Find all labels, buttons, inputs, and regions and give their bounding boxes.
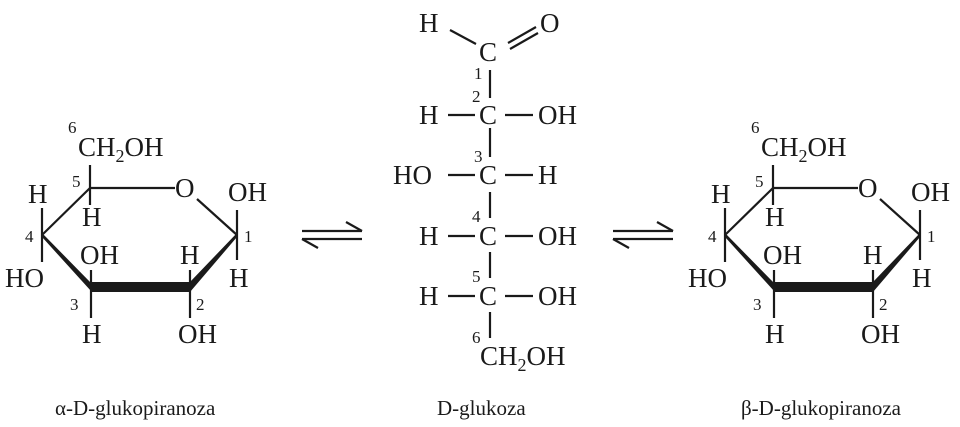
- carbon-number-3: 3: [753, 295, 762, 314]
- carbon-number-4: 4: [708, 227, 717, 246]
- ring-oxygen: O: [858, 173, 878, 203]
- bond-o-c1: [196, 198, 238, 236]
- c6-group: CH2OH: [480, 341, 566, 375]
- equilibrium-arrow-right: [612, 221, 674, 249]
- beta-glucopyranose: 6 CH2OH O 5 H H 4 HO OH 1 H OH 3 H H 2 O…: [688, 118, 950, 420]
- c1-h-down: H: [912, 263, 932, 293]
- bond-c3-c2-bold: [91, 282, 190, 292]
- c2-oh-down: OH: [861, 319, 900, 349]
- bond-c2-c1-wedge: [190, 233, 237, 292]
- carbon-number-5: 5: [72, 172, 81, 191]
- c3-oh-up: OH: [763, 240, 802, 270]
- c2-right: OH: [538, 100, 577, 130]
- carbon-number-6: 6: [68, 118, 77, 137]
- bond-c5-c4: [41, 187, 91, 236]
- c5-right: OH: [538, 281, 577, 311]
- carbon-c4: C: [479, 221, 497, 251]
- carbon-number-3: 3: [70, 295, 79, 314]
- c4-left: H: [419, 221, 439, 251]
- carbon-c5: C: [479, 281, 497, 311]
- bond-c3-c2-bold: [774, 282, 873, 292]
- carbon-number-5: 5: [755, 172, 764, 191]
- alpha-glucopyranose: 6 CH2OH O 5 H H 4 HO OH 1 H OH 3 H H 2 O…: [5, 118, 267, 420]
- bond-c5-c4: [724, 187, 774, 236]
- c5-left: H: [419, 281, 439, 311]
- carbon-c3: C: [479, 160, 497, 190]
- equilibrium-arrow-left: [301, 221, 363, 249]
- carbon-number-1: 1: [927, 227, 936, 246]
- carbon-number-1: 1: [474, 64, 483, 83]
- d-glucose-open-chain: H O C 1 2 H C OH 3 HO C H 4 H C OH 5: [393, 8, 577, 420]
- c6-group: CH2OH: [761, 132, 847, 166]
- c3-oh-up: OH: [80, 240, 119, 270]
- caption-beta: β-D-glukopiranoza: [741, 396, 902, 420]
- carbon-number-2: 2: [472, 87, 481, 106]
- carbon-number-6: 6: [751, 118, 760, 137]
- c3-h-down: H: [82, 319, 102, 349]
- c1-oh-up: OH: [228, 177, 267, 207]
- carbon-number-2: 2: [879, 295, 888, 314]
- bond-o-c1: [879, 198, 921, 236]
- c2-h-up: H: [863, 240, 883, 270]
- carbon-number-2: 2: [196, 295, 205, 314]
- c5-h-down: H: [765, 202, 785, 232]
- bond-c4-c3-wedge: [42, 233, 91, 291]
- carbon-number-3: 3: [474, 147, 483, 166]
- c4-ho-down: HO: [5, 263, 44, 293]
- c2-oh-down: OH: [178, 319, 217, 349]
- aldehyde-o: O: [540, 8, 560, 38]
- carbon-number-5: 5: [472, 267, 481, 286]
- c6-group: CH2OH: [78, 132, 164, 166]
- c2-h-up: H: [180, 240, 200, 270]
- carbon-number-1: 1: [244, 227, 253, 246]
- c4-h-up: H: [711, 179, 731, 209]
- bond-c1-h: [449, 29, 477, 45]
- c4-ho-down: HO: [688, 263, 727, 293]
- c3-left: HO: [393, 160, 432, 190]
- c4-h-up: H: [28, 179, 48, 209]
- c1-h-down: H: [229, 263, 249, 293]
- ring-oxygen: O: [175, 173, 195, 203]
- c3-right: H: [538, 160, 558, 190]
- c2-left: H: [419, 100, 439, 130]
- carbon-c2: C: [479, 100, 497, 130]
- c3-h-down: H: [765, 319, 785, 349]
- carbon-number-4: 4: [472, 207, 481, 226]
- carbon-number-6: 6: [472, 328, 481, 347]
- caption-alpha: α-D-glukopiranoza: [55, 396, 216, 420]
- aldehyde-h: H: [419, 8, 439, 38]
- bond-c1-o-double-a: [507, 26, 537, 44]
- bond-c4-c3-wedge: [725, 233, 774, 291]
- carbon-c1: C: [479, 37, 497, 67]
- c4-right: OH: [538, 221, 577, 251]
- carbon-number-4: 4: [25, 227, 34, 246]
- bond-c2-c1-wedge: [873, 233, 920, 292]
- caption-open-chain: D-glukoza: [437, 396, 526, 420]
- c5-h-down: H: [82, 202, 102, 232]
- bond-c1-o-double-b: [509, 32, 539, 50]
- c1-oh-up: OH: [911, 177, 950, 207]
